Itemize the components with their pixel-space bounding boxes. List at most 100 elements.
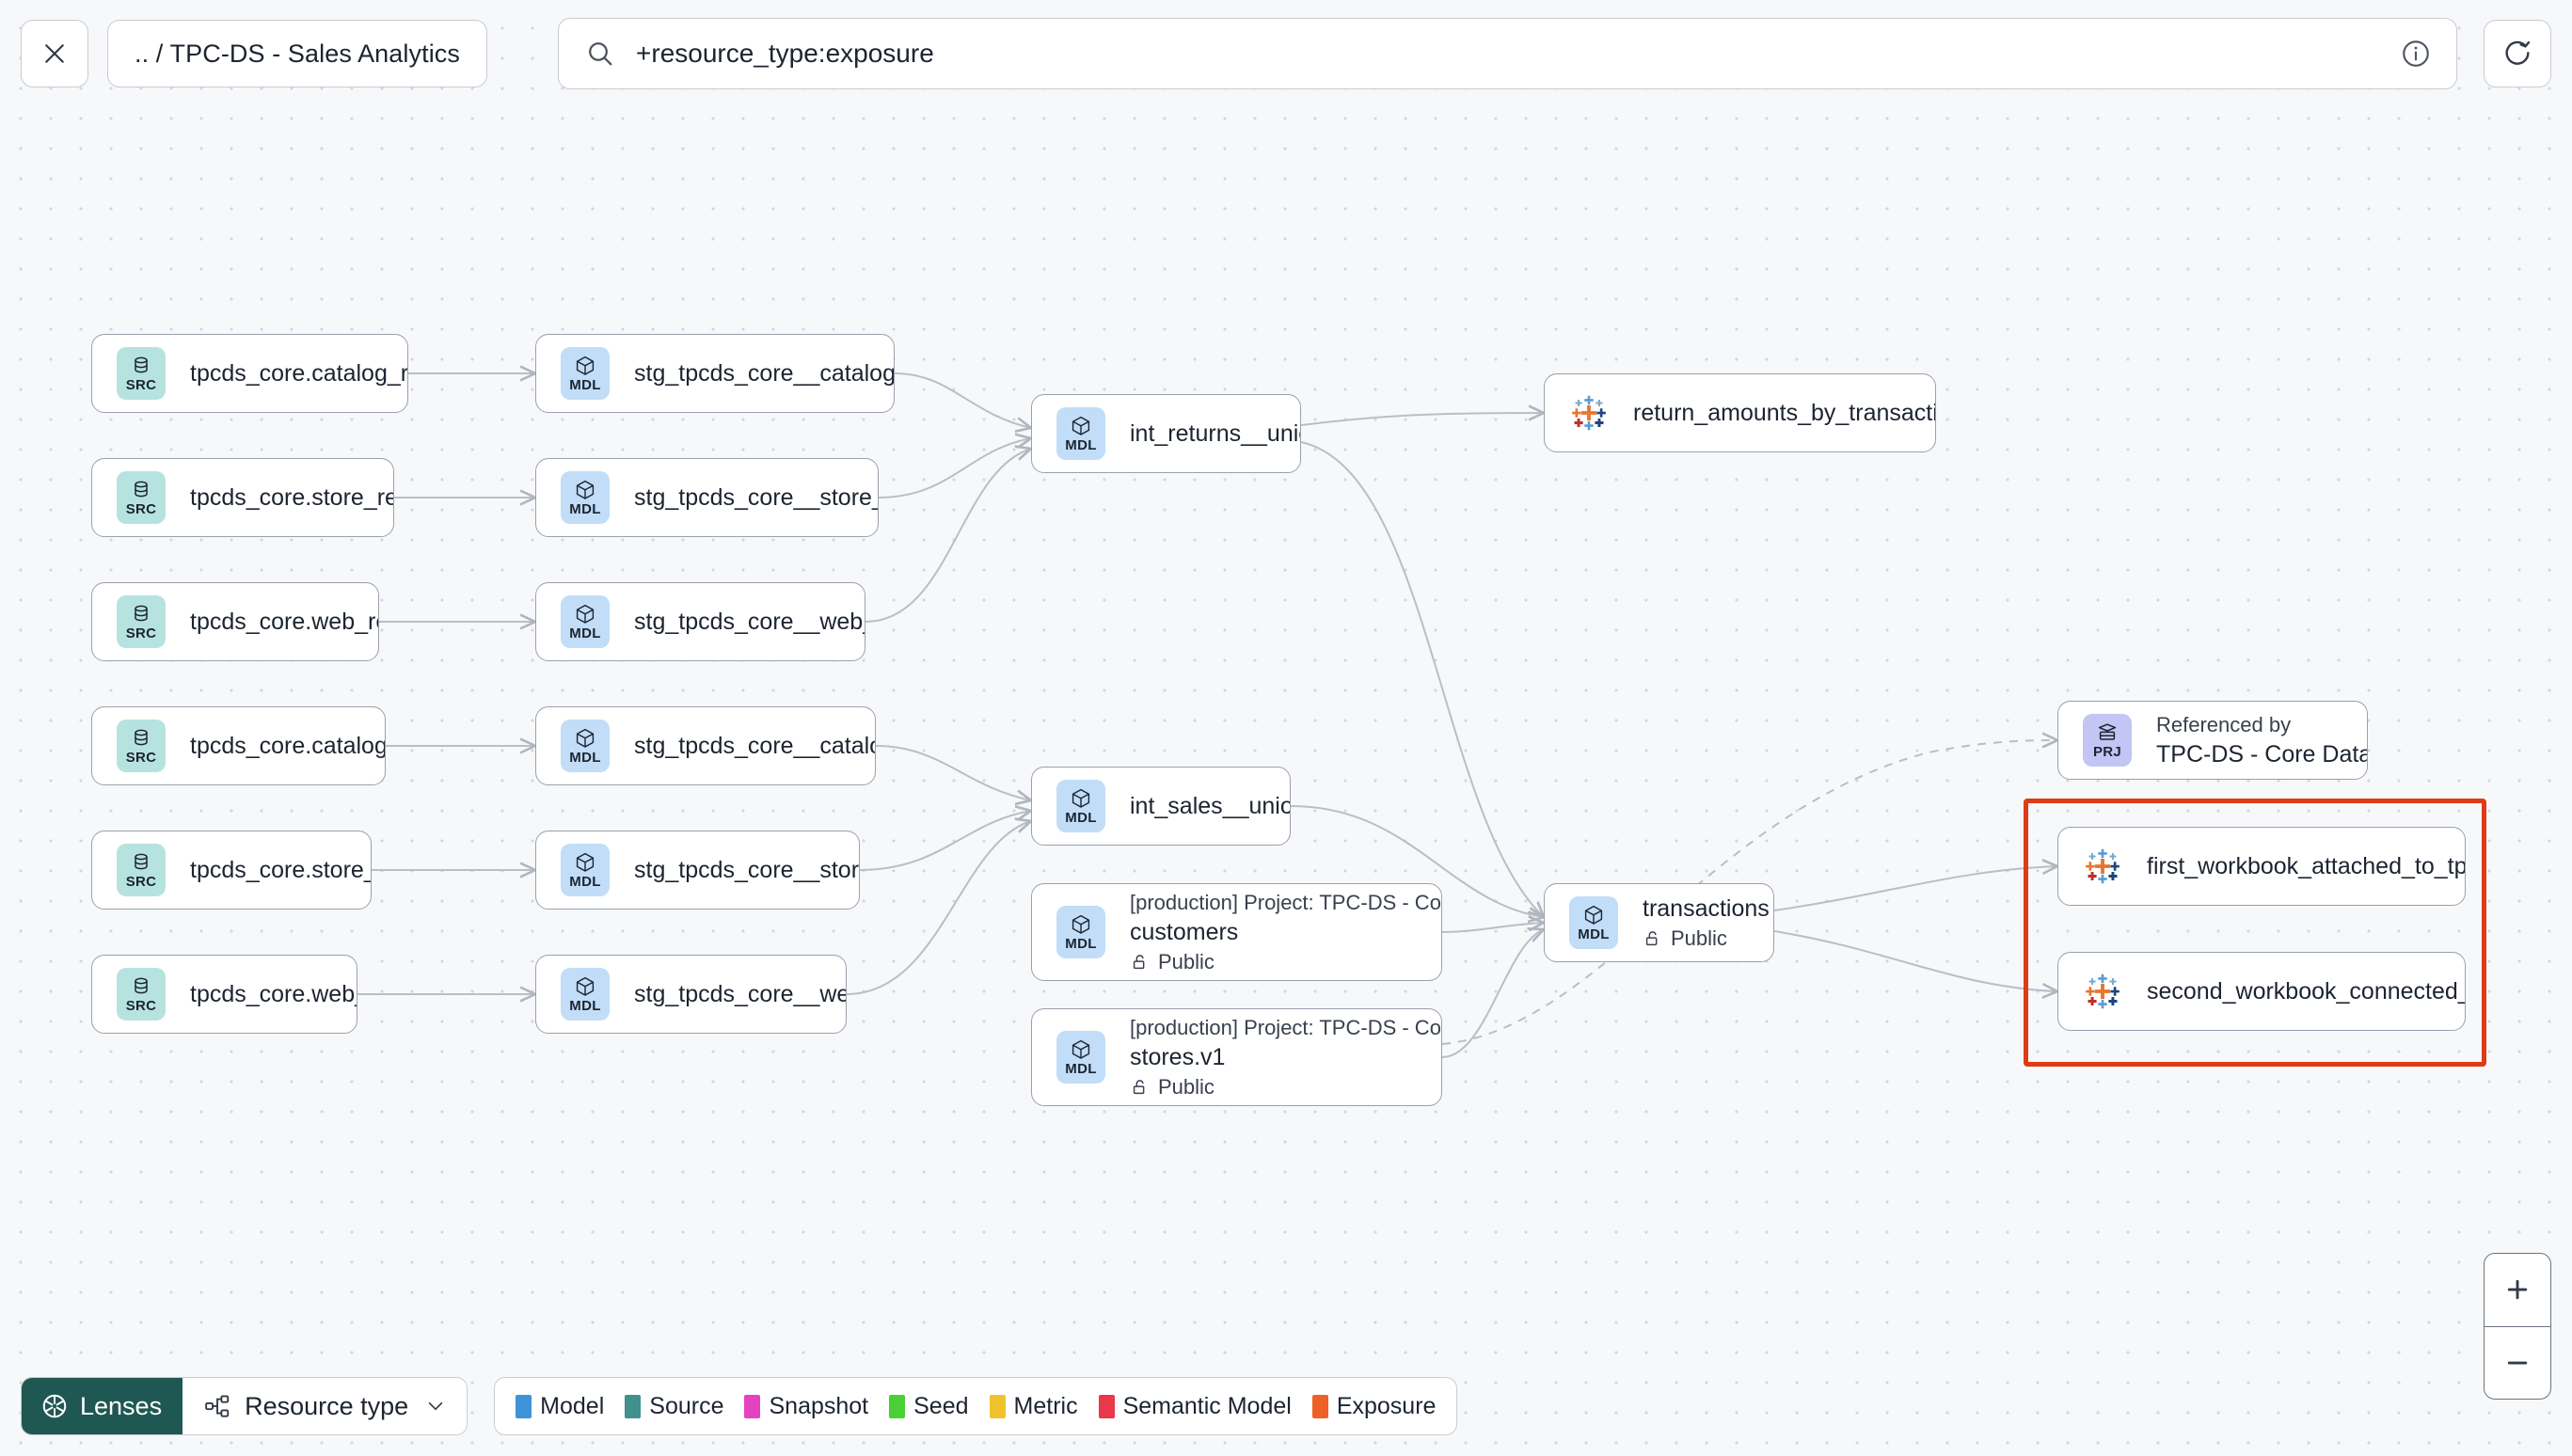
node-title: transactions <box>1643 894 1770 922</box>
node-title: int_returns__unioned <box>1130 419 1300 447</box>
legend-swatch <box>744 1394 761 1418</box>
source-badge: SRC <box>117 844 166 896</box>
node-text: tpcds_core.catalog_returns <box>190 360 407 388</box>
node-text: int_returns__unioned <box>1130 420 1300 448</box>
lenses-button[interactable]: Lenses <box>22 1378 183 1434</box>
graph-node-src_web_sales[interactable]: SRC tpcds_core.web_sales <box>91 955 357 1034</box>
legend-item-snapshot[interactable]: Snapshot <box>744 1393 868 1420</box>
source-badge: SRC <box>117 720 166 772</box>
hierarchy-icon <box>203 1392 231 1420</box>
zoom-in-button[interactable] <box>2485 1254 2550 1327</box>
cube-icon <box>574 603 596 625</box>
graph-node-second_workbook[interactable]: second_workbook_connected_to_live… <box>2057 952 2466 1031</box>
graph-node-int_returns_unioned[interactable]: MDL int_returns__unioned <box>1031 394 1301 473</box>
cube-icon <box>1070 787 1092 810</box>
node-title: stg_tpcds_core__web_returns <box>634 608 865 635</box>
badge-label: MDL <box>569 874 601 890</box>
minus-icon <box>2503 1349 2532 1377</box>
node-text: tpcds_core.catalog_sales <box>190 733 385 760</box>
legend-swatch <box>1098 1394 1115 1418</box>
unlock-icon <box>1130 952 1151 973</box>
node-title: tpcds_core.store_sales <box>190 856 371 883</box>
node-title: customers <box>1130 918 1239 945</box>
database-icon <box>130 603 152 625</box>
graph-node-src_store_returns[interactable]: SRC tpcds_core.store_returns <box>91 458 394 537</box>
cube-icon <box>574 727 596 750</box>
badge-label: MDL <box>1065 810 1097 826</box>
legend-swatch <box>625 1394 642 1418</box>
node-title: return_amounts_by_transaction_type <box>1633 399 1935 426</box>
bottom-toolbar: Lenses Resource type <box>21 1377 1458 1435</box>
close-button[interactable] <box>21 20 88 87</box>
legend-item-semantic-model[interactable]: Semantic Model <box>1098 1393 1292 1420</box>
cube-icon <box>1070 1038 1092 1061</box>
lenses-label: Lenses <box>80 1391 163 1420</box>
node-title: tpcds_core.store_returns <box>190 483 393 511</box>
cube-icon <box>1070 913 1092 936</box>
legend: Model Source Snapshot Seed Metric Semant… <box>494 1377 1458 1435</box>
source-badge: SRC <box>117 968 166 1021</box>
database-icon <box>130 355 152 377</box>
cube-icon <box>1070 415 1092 437</box>
node-visibility: Public <box>1130 950 1441 974</box>
legend-swatch <box>889 1394 906 1418</box>
resource-type-filter[interactable]: Resource type <box>183 1378 468 1434</box>
badge-label: MDL <box>1065 437 1097 453</box>
legend-item-exposure[interactable]: Exposure <box>1311 1393 1436 1420</box>
node-text: tpcds_core.web_returns <box>190 609 378 636</box>
graph-node-stores_v1[interactable]: MDL[production] Project: TPC-DS - Core D… <box>1031 1008 1442 1106</box>
graph-node-src_catalog_sales[interactable]: SRC tpcds_core.catalog_sales <box>91 706 386 785</box>
tableau-icon <box>1569 393 1609 433</box>
zoom-out-button[interactable] <box>2485 1327 2550 1400</box>
legend-item-source[interactable]: Source <box>625 1393 723 1420</box>
database-icon <box>130 851 152 874</box>
search-input[interactable] <box>636 39 2379 69</box>
aperture-icon <box>40 1392 69 1420</box>
graph-node-first_workbook[interactable]: first_workbook_attached_to_tpc-ds_-_… <box>2057 827 2466 906</box>
node-title: TPC-DS - Core Data Models <box>2156 740 2367 768</box>
node-title: tpcds_core.web_sales <box>190 980 357 1007</box>
legend-label: Metric <box>1013 1392 1078 1419</box>
cube-icon <box>1582 904 1605 926</box>
legend-label: Model <box>540 1392 605 1419</box>
lens-group: Lenses Resource type <box>21 1377 468 1435</box>
node-text: tpcds_core.store_returns <box>190 484 393 512</box>
legend-item-metric[interactable]: Metric <box>989 1392 1078 1420</box>
badge-label: SRC <box>125 501 157 517</box>
node-title: stg_tpcds_core__web_sales <box>634 980 846 1007</box>
breadcrumb[interactable]: .. / TPC-DS - Sales Analytics <box>107 20 488 87</box>
project-icon <box>2096 721 2119 744</box>
graph-node-return_amounts[interactable]: return_amounts_by_transaction_type <box>1544 373 1936 452</box>
model-badge: MDL <box>1056 906 1105 958</box>
graph-node-customers[interactable]: MDL[production] Project: TPC-DS - Core D… <box>1031 883 1442 981</box>
node-title: first_workbook_attached_to_tpc-ds_-_… <box>2147 852 2465 879</box>
legend-item-model[interactable]: Model <box>516 1393 604 1420</box>
badge-label: SRC <box>125 874 157 890</box>
legend-label: Source <box>649 1392 724 1419</box>
refresh-button[interactable] <box>2484 20 2551 87</box>
node-subtitle: [production] Project: TPC-DS - Core Data… <box>1130 1015 1441 1039</box>
graph-node-src_store_sales[interactable]: SRC tpcds_core.store_sales <box>91 831 372 910</box>
cube-icon <box>574 479 596 501</box>
top-toolbar: .. / TPC-DS - Sales Analytics <box>0 0 2572 107</box>
legend-item-seed[interactable]: Seed <box>889 1393 969 1420</box>
info-icon[interactable] <box>2400 38 2432 70</box>
project-badge: PRJ <box>2083 714 2132 767</box>
unlock-icon <box>1130 1077 1151 1098</box>
badge-label: SRC <box>125 750 157 766</box>
node-text: transactions Public <box>1643 895 1770 951</box>
graph-node-src_web_returns[interactable]: SRC tpcds_core.web_returns <box>91 582 379 661</box>
search-bar[interactable] <box>558 18 2457 89</box>
source-badge: SRC <box>117 595 166 648</box>
